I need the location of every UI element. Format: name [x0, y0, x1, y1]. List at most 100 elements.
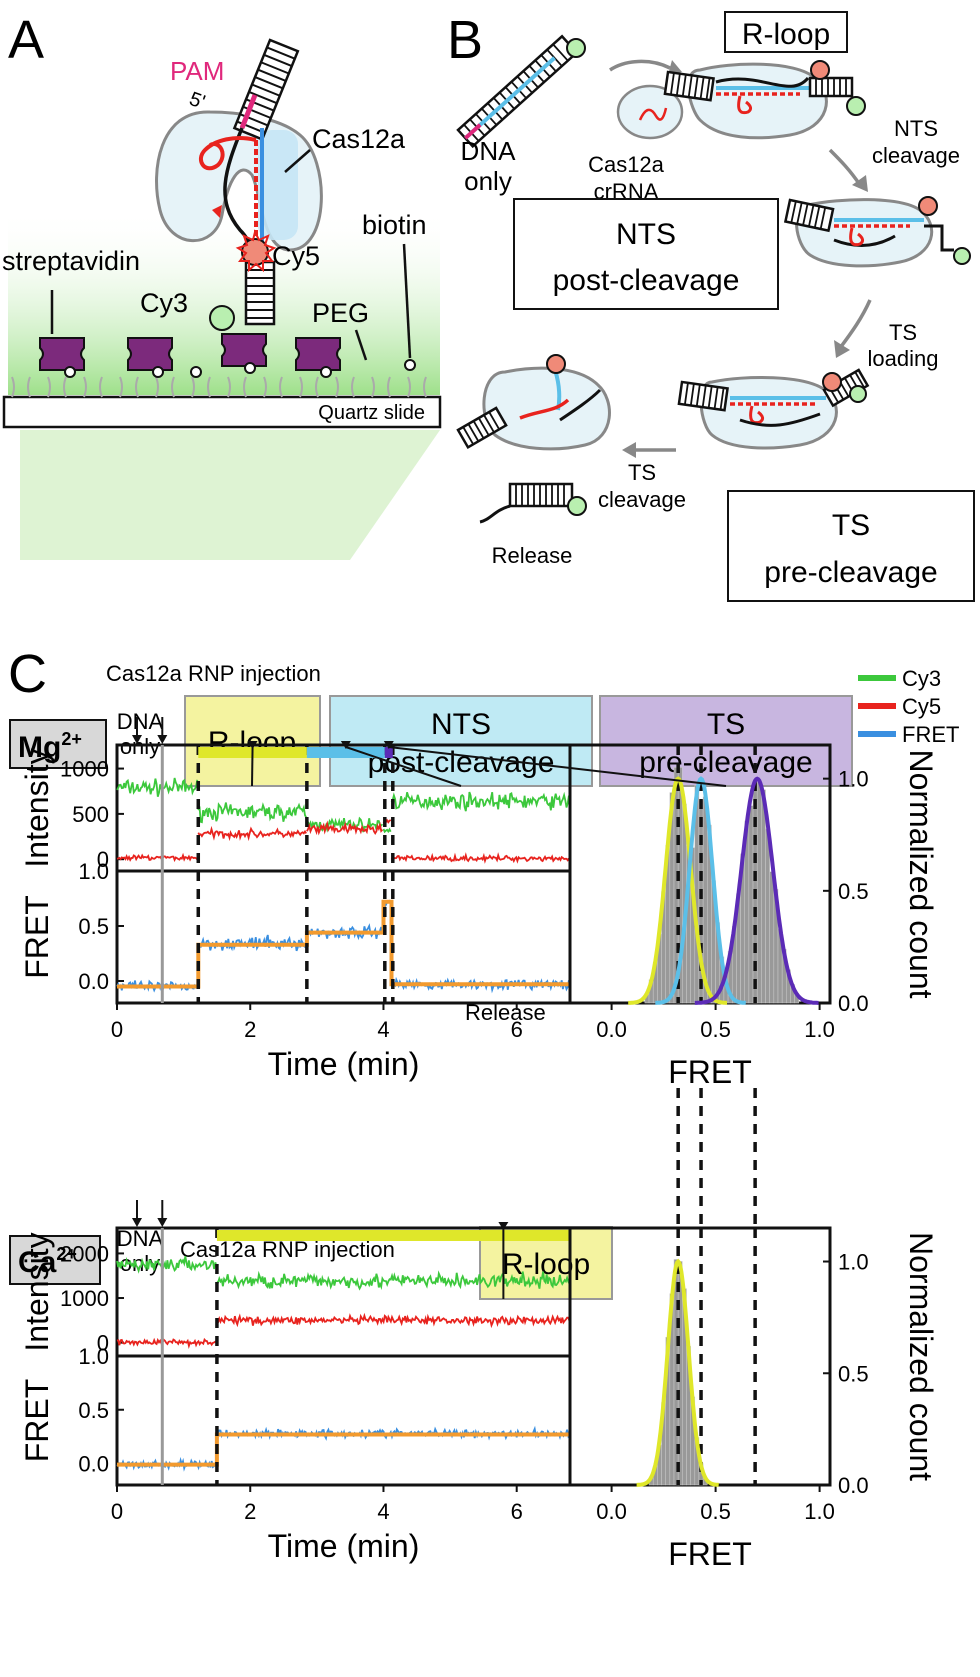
mg-intensity-series-cy3: [116, 777, 570, 834]
mg-nts-box: [329, 695, 593, 787]
ca-fret-xlabel: Time (min): [268, 1528, 420, 1564]
mg-hist-bar-27: [756, 781, 762, 1004]
ca-fret-ytick-label-2: 1.0: [78, 1344, 109, 1369]
dna-only-label-1: DNA: [461, 136, 517, 166]
pam-label: PAM: [170, 56, 224, 86]
free-crrna: [638, 107, 668, 121]
arrow-nts-cleavage-head: [852, 175, 868, 192]
nts-post-box-label-2: post-cleavage: [553, 264, 740, 297]
release-label: Release: [492, 543, 573, 568]
ca-hist-ytick-label-2: 1.0: [838, 1250, 869, 1275]
tspre-cy3: [849, 385, 867, 403]
nts-cleavage-label-1: NTS: [894, 116, 938, 141]
ca-intensity-state-bar-0: [216, 1230, 571, 1241]
mg-fret-ytick-label-1: 0.5: [78, 914, 109, 939]
ts-loading-label-2: loading: [868, 346, 939, 371]
mg-nts-box-label-1: NTS: [431, 708, 491, 741]
rloop-cy3: [846, 96, 866, 116]
ntspost-crrna-loop: [849, 227, 865, 247]
cas12a-crrna-label-1: Cas12a: [588, 152, 665, 177]
mg-hist-bar-30: [769, 871, 775, 1004]
dna-lower-duplex: [244, 260, 276, 326]
ca-intensity-series-cy3: [116, 1256, 571, 1291]
biotin-dots: [64, 359, 416, 378]
ca-intensity-injection-arrowhead: [157, 1218, 168, 1227]
panel-c-letter: C: [8, 644, 47, 704]
ca-fret-xtick-label-1: 2: [244, 1499, 256, 1524]
mg-hist-xlabel: FRET: [668, 1054, 752, 1090]
legend-label-fret: FRET: [902, 722, 959, 747]
release-protein: [482, 366, 611, 451]
ca-hist-ylabel: Normalized count: [903, 1232, 939, 1481]
mg-ts-box: [599, 695, 853, 787]
release-crrna: [519, 398, 570, 420]
release-dna-left: [456, 406, 508, 450]
peg-label: PEG: [312, 298, 369, 328]
mg-state-pointer-1: [345, 746, 462, 787]
panel-c: C Mg2+ DNA only Cas12a RNP injection R-l…: [8, 644, 959, 1572]
cy5-label: Cy5: [272, 241, 320, 271]
ca-fret-ytick-label-0: 0.0: [78, 1452, 109, 1477]
rloop-dna-right: [808, 76, 854, 98]
mg-ts-box-label-2: pre-cleavage: [639, 746, 812, 779]
ca-intensity-ytick-label-2: 2000: [60, 1241, 109, 1266]
ca-hist-ytick-label-0: 0.0: [838, 1473, 869, 1498]
mg-hist-xtick-label-0: 0.0: [596, 1017, 627, 1042]
tspre-dna-left: [677, 380, 729, 412]
mg-intensity-state-bar-1: [306, 747, 385, 758]
peg-pointer: [354, 329, 368, 361]
tspre-cy5: [822, 372, 842, 392]
biotin-pointer: [402, 243, 412, 359]
panel-b-letter: B: [447, 10, 483, 70]
mg-state-pointer-head-1: [340, 741, 351, 749]
mg-intensity-ylabel: Intensity: [19, 748, 55, 867]
panel-a: A Quartz slide streptavidin: [2, 10, 442, 560]
mg-fret-xtick-label-3: 6: [511, 1017, 523, 1042]
mg-hist-bar-25: [748, 805, 754, 1004]
ntspost-tail: [924, 224, 954, 252]
mg-fret-ytick-label-0: 0.0: [78, 969, 109, 994]
ca-fret-ylabel: FRET: [19, 1379, 55, 1463]
tspre-crrna-loop: [749, 405, 765, 425]
dna-upper-arm: [232, 38, 300, 141]
ca-dna-only-1: DNA: [117, 1226, 164, 1251]
mg-hist-ytick-label-1: 0.5: [838, 879, 869, 904]
ntspost-cy3: [953, 247, 971, 265]
mg-fret-series-fret: [116, 899, 570, 994]
nts-post-box-label-1: NTS: [616, 218, 676, 251]
ca-intensity-series-cy5: [116, 1312, 571, 1349]
mg-hist-fit-1: [655, 776, 746, 1005]
ca-fret-series-hmm-fit: [117, 1432, 570, 1467]
cy3-dye: [209, 305, 235, 331]
ca-hist-xtick-label-1: 0.5: [700, 1499, 731, 1524]
ca-intensity-ytick-label-1: 1000: [60, 1286, 109, 1311]
mg-intensity-ytick-label-2: 1000: [60, 757, 109, 782]
streptavidin-blocks: [39, 333, 341, 371]
cas12a-pointer: [284, 149, 311, 173]
mg-intensity-series-cy5: [116, 818, 570, 864]
mg-state-pointer-head-2: [383, 741, 394, 749]
peg-layer: [11, 376, 427, 398]
free-cas12a: [616, 84, 684, 140]
quartz-slide-label: Quartz slide: [318, 402, 425, 424]
nts-post-box: [513, 198, 779, 310]
quartz-slide: [2, 395, 442, 429]
streptavidin-label: streptavidin: [2, 246, 140, 276]
ca-fret-xtick-label-2: 4: [377, 1499, 389, 1524]
mg-hist-bar-28: [761, 789, 766, 1004]
mg-state-pointer-2: [388, 746, 727, 787]
arrow-ts-loading: [838, 299, 872, 350]
mg-ts-box-label-1: TS: [707, 708, 745, 741]
mg-hist-xtick-label-2: 1.0: [804, 1017, 835, 1042]
rloop-dna-left: [663, 70, 715, 102]
ts-pre-box-label-1: TS: [832, 509, 870, 542]
mg-hist-ytick-label-2: 1.0: [838, 767, 869, 792]
ca-hist-xlabel: FRET: [668, 1536, 752, 1572]
mg-state-pointer-head-0: [247, 741, 258, 749]
mg-hist-ytick-label-0: 0.0: [838, 991, 869, 1016]
rloop-nts: [715, 76, 810, 88]
release-nts: [559, 388, 602, 422]
mg-dna-only-1: DNA: [117, 709, 164, 734]
tir-beam: [20, 430, 440, 560]
